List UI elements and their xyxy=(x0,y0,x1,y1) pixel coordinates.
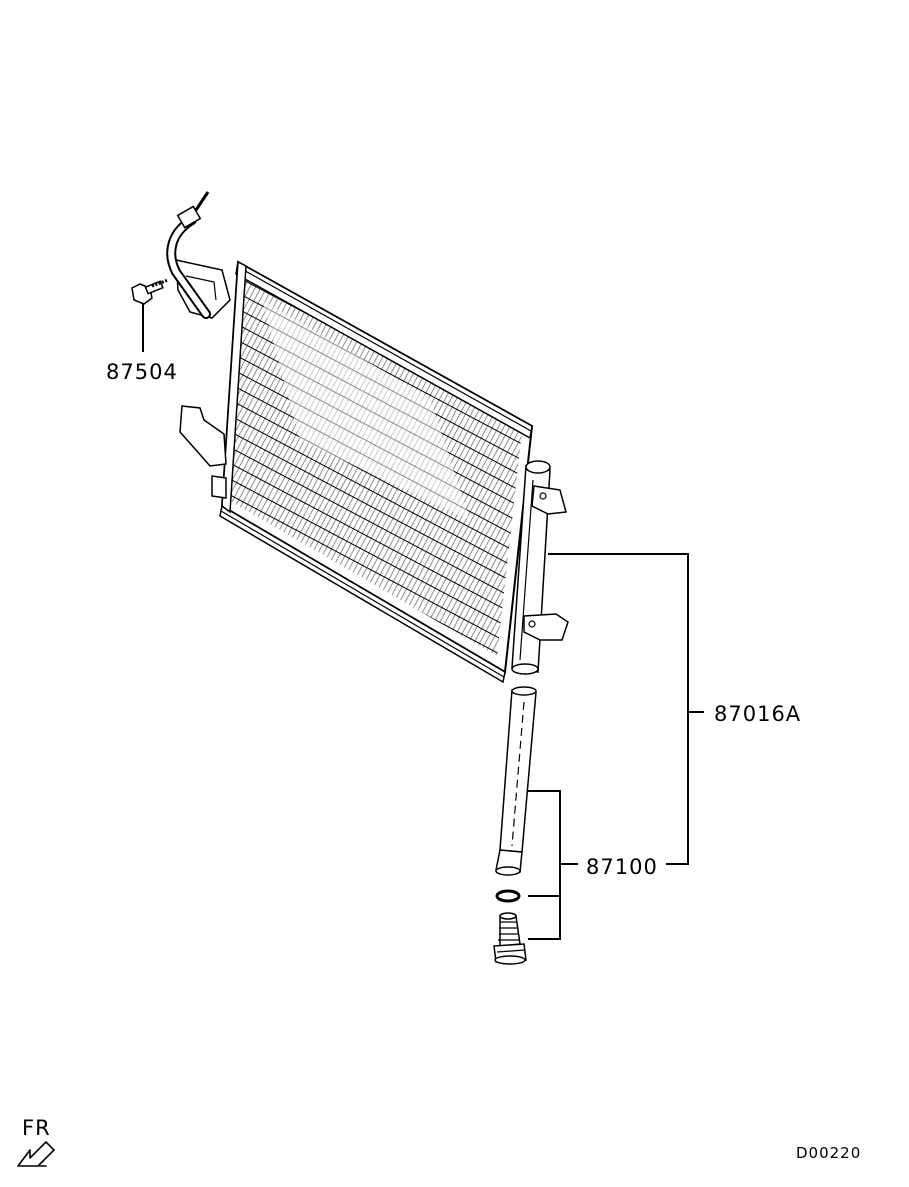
header-tank xyxy=(511,460,569,675)
o-ring xyxy=(495,889,521,903)
callout-87504: 87504 xyxy=(106,360,178,384)
left-brackets xyxy=(175,259,231,499)
bolt-part xyxy=(131,278,169,305)
diagram-code: D00220 xyxy=(796,1144,861,1162)
callout-87100: 87100 xyxy=(586,855,658,879)
desiccant-cartridge xyxy=(495,686,537,876)
callout-87016A: 87016A xyxy=(714,702,801,726)
front-direction-arrow-icon xyxy=(17,1141,55,1167)
leader-lines xyxy=(528,553,704,940)
condenser-core xyxy=(219,260,534,684)
inlet-pipe xyxy=(166,191,211,319)
drain-plug xyxy=(493,912,527,965)
direction-label: FR xyxy=(22,1116,51,1140)
